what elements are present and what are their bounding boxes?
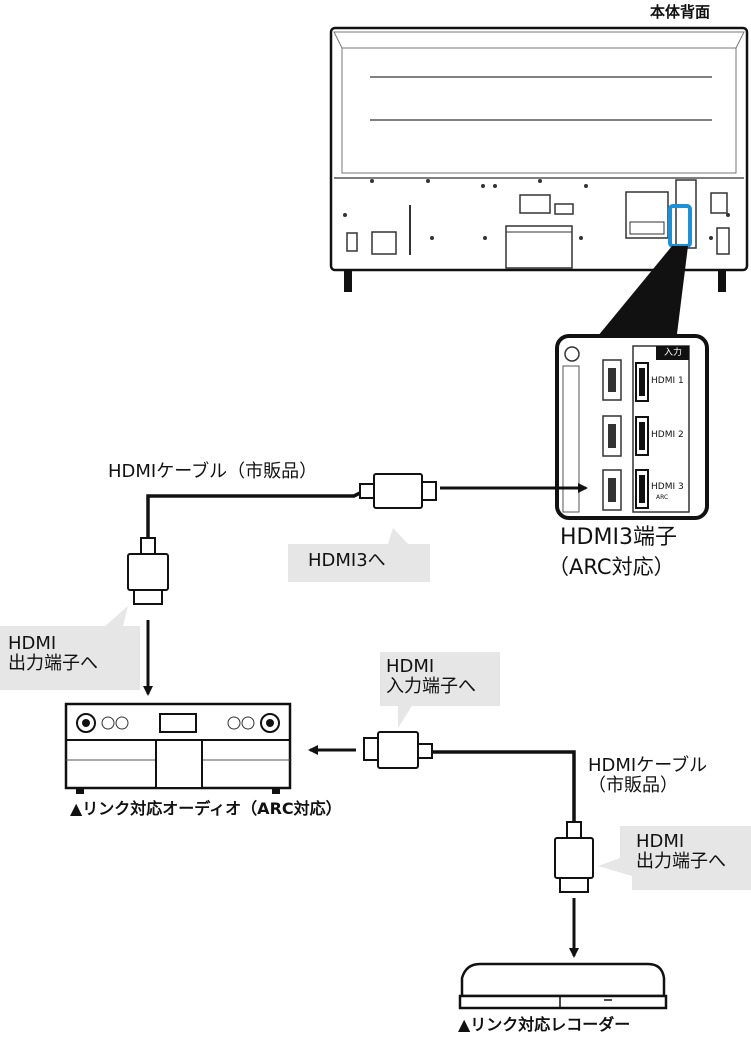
zoom-wedge [593, 246, 688, 342]
port-panel [555, 334, 709, 520]
cable1-label: HDMIケーブル（市販品） [108, 461, 318, 482]
hdmi-cable-2 [308, 731, 594, 958]
tv-back-caption: 本体背面 [650, 3, 711, 21]
cable2-label: HDMIケーブル （市販品） [588, 755, 708, 797]
hdmi3-port-caption: HDMI3端子 [560, 525, 677, 550]
callout-audio-output-text: HDMI 出力端子へ [8, 633, 98, 675]
panel-port-hdmi3: HDMI 3 [651, 482, 684, 492]
audio-system [64, 702, 292, 794]
callout-recorder-output [598, 826, 751, 890]
panel-port-hdmi2: HDMI 2 [651, 430, 684, 440]
hdmi3-arc-caption: （ARC対応） [548, 555, 675, 579]
hdmi-cable-1 [127, 473, 588, 696]
panel-input-label: 入力 [663, 348, 682, 358]
audio-caption: ▲リンク対応オーディオ（ARC対応） [70, 799, 342, 818]
callout-audio-output [0, 606, 140, 690]
recorder-caption: ▲リンク対応レコーダー [458, 1015, 631, 1034]
panel-port-hdmi1: HDMI 1 [651, 376, 684, 386]
callout-recorder-output-text: HDMI 出力端子へ [636, 831, 726, 873]
panel-arc-mark: ARC [656, 494, 669, 501]
callout-hdmi3 [288, 528, 430, 582]
callout-audio-input [380, 652, 500, 728]
callout-audio-input-text: HDMI 入力端子へ [386, 656, 476, 698]
tv-back [329, 26, 749, 292]
recorder [458, 962, 668, 1010]
callout-hdmi3-text: HDMI3へ [308, 550, 386, 571]
